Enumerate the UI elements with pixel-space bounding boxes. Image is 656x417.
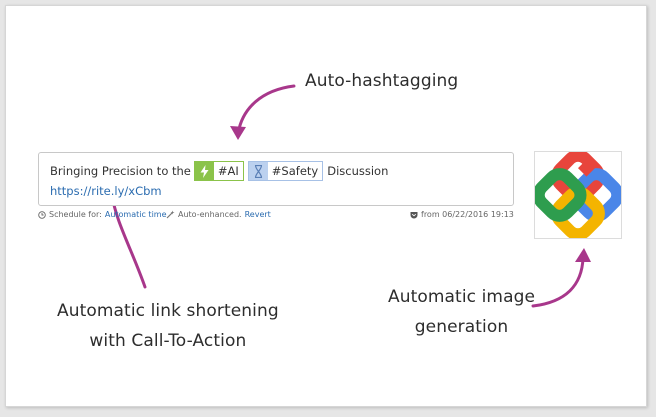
magic-wand-icon <box>166 210 175 219</box>
image-annotation-line2: generation <box>414 317 509 337</box>
hashtag-chip-label: #AI <box>213 162 243 180</box>
hourglass-icon <box>248 162 268 180</box>
source-info: from 06/22/2016 19:13 <box>410 210 514 219</box>
hashtag-chip-ai[interactable]: #AI <box>193 161 244 181</box>
link-annotation: Automatic link shortening with Call-To-A… <box>57 296 279 356</box>
revert-link[interactable]: Revert <box>244 210 271 219</box>
post-text-after: Discussion <box>327 164 389 178</box>
image-annotation-line1: Automatic image <box>388 287 536 307</box>
image-annotation: Automatic image generation <box>388 282 535 342</box>
enhanced-label: Auto-enhanced. <box>178 210 242 219</box>
hashtag-annotation: Auto-hashtagging <box>305 71 459 91</box>
link-arrow <box>110 193 147 289</box>
source-date: from 06/22/2016 19:13 <box>421 210 514 219</box>
post-text-line: Bringing Precision to the #AI #Safety Di… <box>50 161 391 181</box>
pocket-icon <box>410 211 418 218</box>
schedule-time-link[interactable]: Automatic time <box>104 210 167 219</box>
short-link[interactable]: https://rite.ly/xCbm <box>50 184 162 198</box>
knot-logo-image <box>532 149 624 241</box>
hashtag-arrow <box>236 84 296 136</box>
hashtag-arrowhead <box>230 126 246 140</box>
hashtag-chip-safety[interactable]: #Safety <box>247 161 324 181</box>
hashtag-chip-label: #Safety <box>267 162 323 180</box>
schedule-info: Schedule for: Automatic time <box>38 210 167 219</box>
post-composer[interactable]: Bringing Precision to the #AI #Safety Di… <box>38 152 514 206</box>
link-annotation-line2: with Call-To-Action <box>89 331 247 351</box>
image-arrowhead <box>575 248 591 262</box>
clock-icon <box>38 210 46 219</box>
post-text-before: Bringing Precision to the <box>50 164 191 178</box>
enhanced-info: Auto-enhanced. Revert <box>166 210 271 219</box>
link-annotation-line1: Automatic link shortening <box>57 301 279 321</box>
image-arrow <box>531 256 585 308</box>
generated-image-thumbnail[interactable] <box>532 149 624 241</box>
lightning-icon <box>194 162 214 180</box>
schedule-label: Schedule for: <box>49 210 102 219</box>
